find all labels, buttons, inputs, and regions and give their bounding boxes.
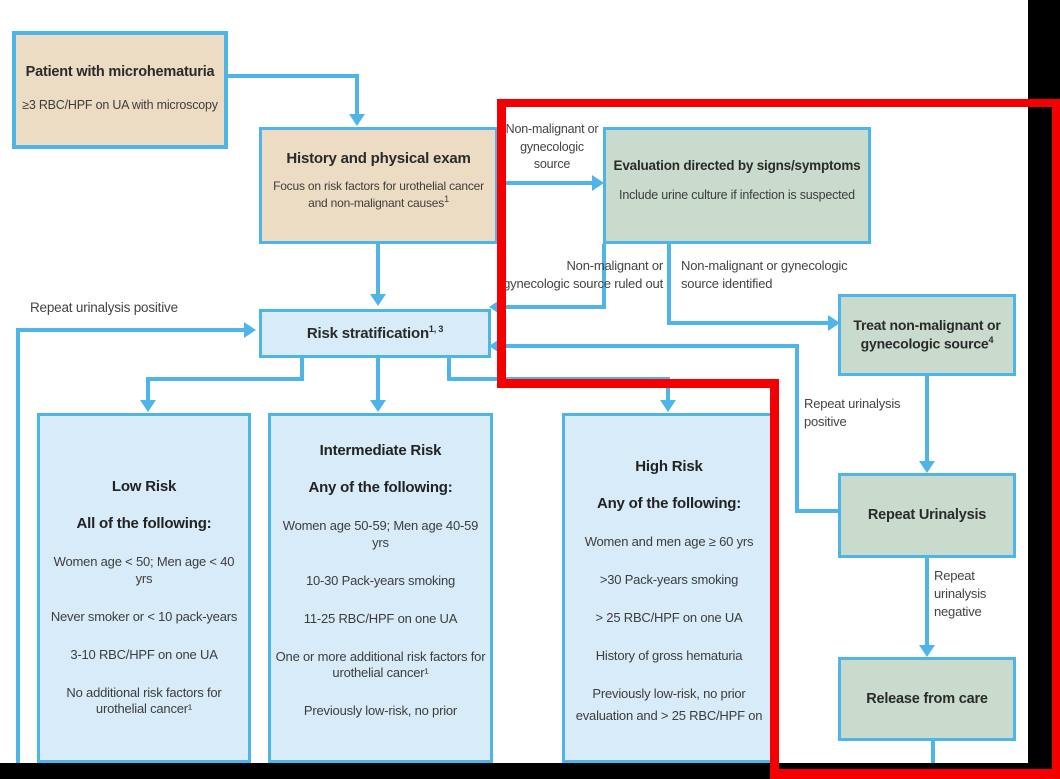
box-subtitle: Include urine culture if infection is su… <box>619 187 855 202</box>
highlight-red-top <box>497 99 1060 107</box>
risk-item: Previously low-risk, no prior <box>592 685 746 701</box>
risk-item: 3-10 RBC/HPF on one UA <box>70 646 218 662</box>
risk-item: 11-25 RBC/HPF on one UA <box>303 610 458 626</box>
box-title: History and physical exam <box>286 150 471 167</box>
highlight-red-left-upper <box>497 99 506 387</box>
connector-repeatpos-riser <box>795 344 799 513</box>
risk-heading: Intermediate Risk <box>319 442 442 459</box>
label-repeat-positive-left: Repeat urinalysis positive <box>30 300 178 315</box>
risk-item: No additional risk factors for urothelia… <box>66 684 222 717</box>
highlight-red-right <box>1052 99 1060 779</box>
connector-risk-to-low-v <box>146 377 150 402</box>
risk-heading: High Risk <box>635 458 703 475</box>
connector-history-to-evaluation <box>498 181 595 185</box>
footnote-marker: 1, 3 <box>428 323 444 334</box>
connector-evaluation-identified-drop <box>667 244 671 325</box>
box-title: Patient with microhematuria <box>25 64 215 80</box>
connector-evaluation-ruledout-drop <box>602 244 606 309</box>
label-repeat-negative: Repeat urinalysis negative <box>934 568 987 620</box>
arrow-down-icon <box>660 400 676 412</box>
box-title: Treat non-malignant or gynecologic sourc… <box>853 317 1001 352</box>
box-subtitle: Focus on risk factors for urothelial can… <box>273 178 484 211</box>
risk-item: Previously low-risk, no prior <box>303 703 458 719</box>
risk-item: Women and men age ≥ 60 yrs <box>584 534 754 549</box>
box-title: Repeat Urinalysis <box>867 507 987 524</box>
risk-item: > 25 RBC/HPF on one UA <box>595 609 743 625</box>
box-risk-stratification: Risk stratification1, 3 <box>259 309 491 358</box>
risk-item: Women age 50-59; Men age 40-59 yrs <box>282 518 479 550</box>
arrow-down-icon <box>370 294 386 306</box>
risk-item: Never smoker or < 10 pack-years <box>50 608 238 624</box>
highlight-red-bottom <box>770 769 1060 779</box>
risk-subheading: Any of the following: <box>596 495 742 512</box>
box-title: Evaluation directed by signs/symptoms <box>613 158 861 173</box>
connector-risk-to-low-h <box>146 377 304 381</box>
connector-risk-to-high-v <box>666 377 670 402</box>
risk-item: Women age < 50; Men age < 40 yrs <box>53 554 235 586</box>
footnote-marker: 4 <box>988 334 994 345</box>
connector-patient-to-history <box>226 74 359 78</box>
highlight-red-jog <box>497 379 778 388</box>
box-low-risk: Low Risk All of the following: Women age… <box>37 413 251 763</box>
arrow-down-icon <box>370 400 386 412</box>
risk-item: 10-30 Pack-years smoking <box>305 572 456 588</box>
risk-item-clipped: evaluation and > 25 RBC/HPF on <box>575 708 763 724</box>
label-repeat-positive-right: Repeat urinalysis positive <box>804 396 901 430</box>
box-treat-source: Treat non-malignant or gynecologic sourc… <box>838 294 1016 376</box>
connector-repeatua-to-release <box>925 558 929 646</box>
footnote-marker: 1 <box>444 194 449 205</box>
arrow-right-icon <box>244 322 256 338</box>
arrow-down-icon <box>919 645 935 657</box>
arrow-right-icon <box>828 315 840 331</box>
box-patient-with-microhematuria: Patient with microhematuria ≥3 RBC/HPF o… <box>12 31 228 149</box>
label-nonmalignant-source: Non-malignant or gynecologic source <box>505 122 599 171</box>
connector-ruledout-to-risk <box>503 305 604 309</box>
box-title: Release from care <box>866 690 988 707</box>
risk-heading: Low Risk <box>111 478 177 495</box>
connector-repeatpos-left-v <box>16 328 20 763</box>
box-repeat-urinalysis: Repeat Urinalysis <box>838 473 1016 558</box>
arrow-right-icon <box>592 175 604 191</box>
box-release-from-care: Release from care <box>838 657 1016 741</box>
risk-item: One or more additional risk factors for … <box>275 648 486 681</box>
connector-patient-to-history-drop <box>355 74 359 116</box>
risk-item: History of gross hematuria <box>595 647 743 663</box>
arrow-down-icon <box>349 114 365 126</box>
connector-history-to-risk <box>376 244 380 296</box>
connector-risk-left-stub <box>300 358 304 381</box>
connector-repeatua-to-riser <box>795 509 838 513</box>
connector-repeatpos-to-risk <box>503 344 797 348</box>
connector-release-stub <box>931 741 935 765</box>
box-title: Risk stratification <box>306 324 429 342</box>
connector-identified-to-treat <box>667 321 830 325</box>
connector-risk-to-intermediate <box>376 358 380 402</box>
highlight-red-left-lower <box>770 379 779 779</box>
box-history-physical-exam: History and physical exam Focus on risk … <box>259 127 498 244</box>
box-high-risk: High Risk Any of the following: Women an… <box>562 413 776 763</box>
box-evaluation-signs-symptoms: Evaluation directed by signs/symptoms In… <box>603 127 871 244</box>
risk-subheading: Any of the following: <box>308 479 453 496</box>
risk-subheading: All of the following: <box>76 515 212 532</box>
label-source-ruled-out: Non-malignant or gynecologic source rule… <box>503 258 663 292</box>
label-source-identified: Non-malignant or gynecologic source iden… <box>681 258 848 292</box>
arrow-down-icon <box>140 400 156 412</box>
box-subtitle: ≥3 RBC/HPF on UA with microscopy <box>22 98 218 113</box>
box-intermediate-risk: Intermediate Risk Any of the following: … <box>268 413 493 763</box>
risk-item: >30 Pack-years smoking <box>599 571 739 587</box>
arrow-down-icon <box>919 461 935 473</box>
connector-treat-to-repeatua <box>925 376 929 463</box>
connector-risk-right-stub <box>447 358 451 381</box>
connector-repeatpos-left-h <box>16 328 246 332</box>
